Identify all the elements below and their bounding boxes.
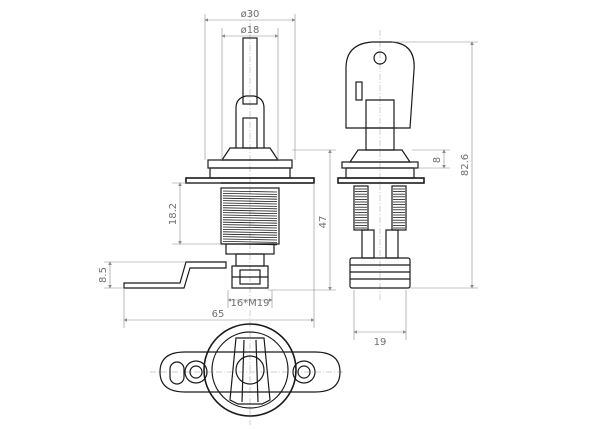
thread-line	[222, 241, 278, 243]
thread-line	[222, 212, 278, 214]
dim-cam-offset: 8.5	[98, 267, 109, 283]
front-view	[123, 12, 315, 300]
thread-line	[222, 190, 278, 193]
side-thread-lines	[355, 188, 405, 229]
thread-lines	[222, 190, 278, 246]
bottom-view	[150, 310, 345, 425]
dim-key-width: 8	[432, 157, 443, 163]
thread-line	[222, 200, 278, 202]
thread-line	[222, 224, 278, 226]
side-view	[337, 30, 425, 300]
thread-line	[222, 219, 278, 222]
dimension-lines	[104, 14, 478, 340]
dim-outer-diameter: ø30	[241, 9, 260, 20]
thread-line	[222, 193, 278, 195]
dim-thread-length: 18.2	[168, 203, 179, 225]
thread-line	[222, 207, 278, 210]
thread-line	[222, 217, 278, 219]
thread-line	[222, 195, 278, 198]
dim-cam-length: 65	[212, 309, 225, 320]
thread-line	[222, 238, 278, 241]
dim-total-height: 82.6	[460, 154, 471, 176]
dim-thread-spec: 16*M19	[230, 298, 269, 309]
thread-line	[222, 209, 278, 212]
thread-line	[222, 221, 278, 224]
thread-line	[222, 236, 278, 238]
thread-line	[222, 226, 278, 229]
thread-line	[222, 233, 278, 236]
dim-inner-diameter: ø18	[241, 25, 260, 36]
thread-line	[222, 214, 278, 217]
thread-line	[222, 197, 278, 200]
thread-line	[222, 202, 278, 205]
thread-line	[222, 231, 278, 234]
dim-side-width: 19	[374, 337, 387, 348]
dim-body-height: 47	[318, 216, 329, 229]
thread-line	[222, 205, 278, 207]
thread-line	[222, 229, 278, 231]
